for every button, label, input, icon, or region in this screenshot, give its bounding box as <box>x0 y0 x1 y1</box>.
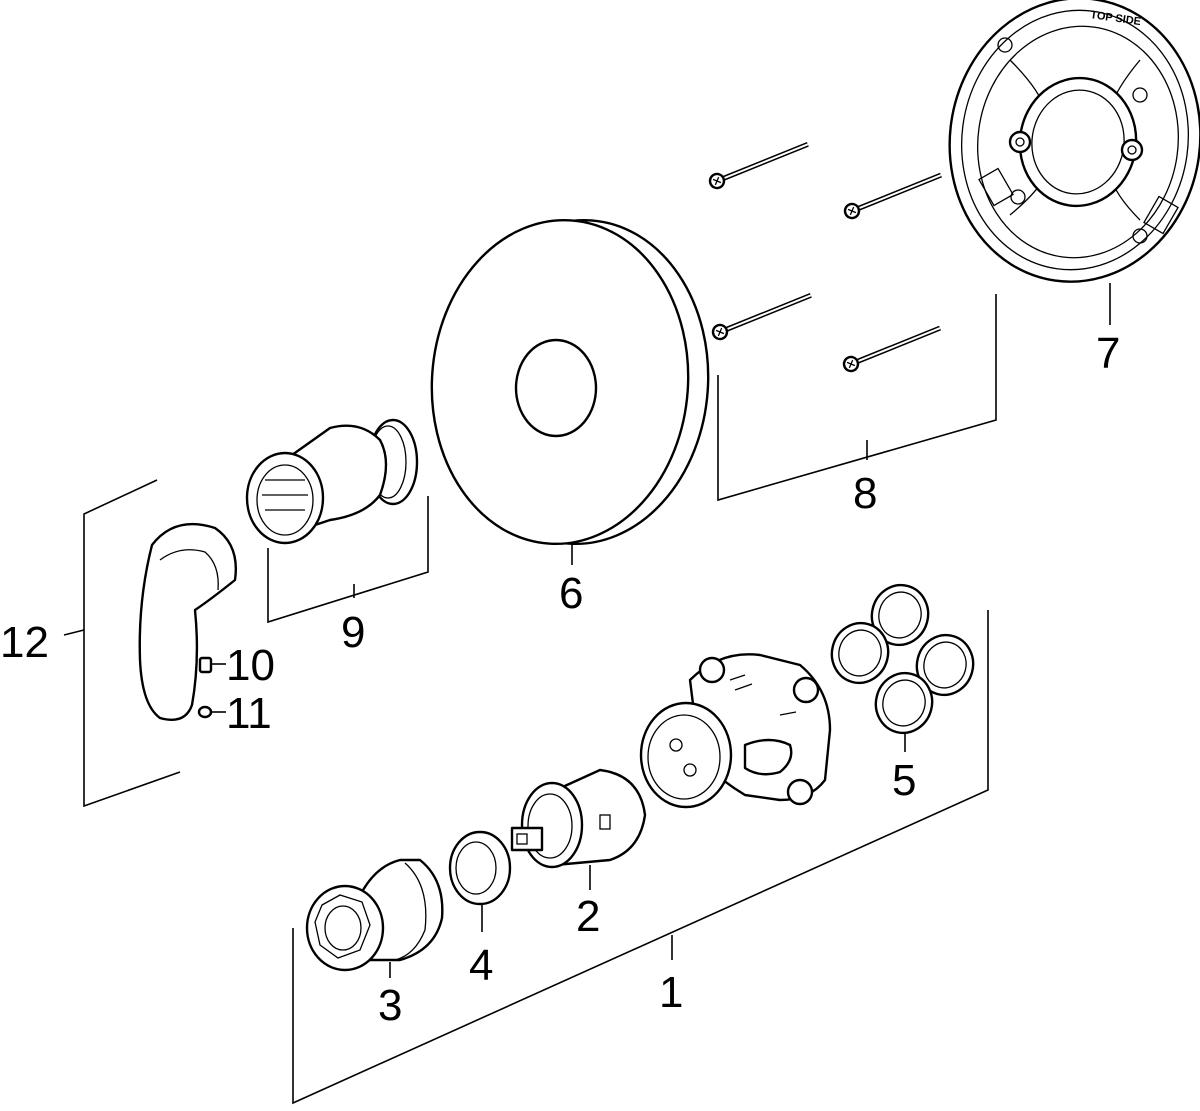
cartridge-icon <box>510 768 647 869</box>
cover-plate-icon <box>430 218 710 546</box>
bracket-9 <box>267 496 429 624</box>
nut-ring-icon <box>448 830 512 906</box>
callout-10: 10 <box>226 641 275 690</box>
screw-10-icon <box>198 656 213 674</box>
bracket-12 <box>83 479 181 808</box>
callout-3: 3 <box>378 981 402 1030</box>
valve-body-icon <box>639 653 832 809</box>
lever-handle-icon <box>138 522 237 722</box>
callout-5: 5 <box>892 756 916 805</box>
bracket-1 <box>292 610 989 1105</box>
o-rings-icon <box>830 583 975 735</box>
callout-7: 7 <box>1096 329 1120 378</box>
callout-9: 9 <box>341 608 365 657</box>
callout-8: 8 <box>853 469 877 518</box>
bonnet-icon <box>305 858 444 972</box>
callout-6: 6 <box>559 569 583 618</box>
bracket-8 <box>717 294 997 502</box>
screw-11-icon <box>197 705 213 719</box>
callout-1: 1 <box>659 968 683 1017</box>
callout-4: 4 <box>469 941 493 990</box>
callout-12: 12 <box>0 618 49 667</box>
mounting-ring-icon: TOP SIDE <box>948 0 1200 283</box>
callout-2: 2 <box>576 892 600 941</box>
screws-icon <box>708 141 942 373</box>
sleeve-icon <box>245 418 419 545</box>
callout-11: 11 <box>226 689 272 738</box>
